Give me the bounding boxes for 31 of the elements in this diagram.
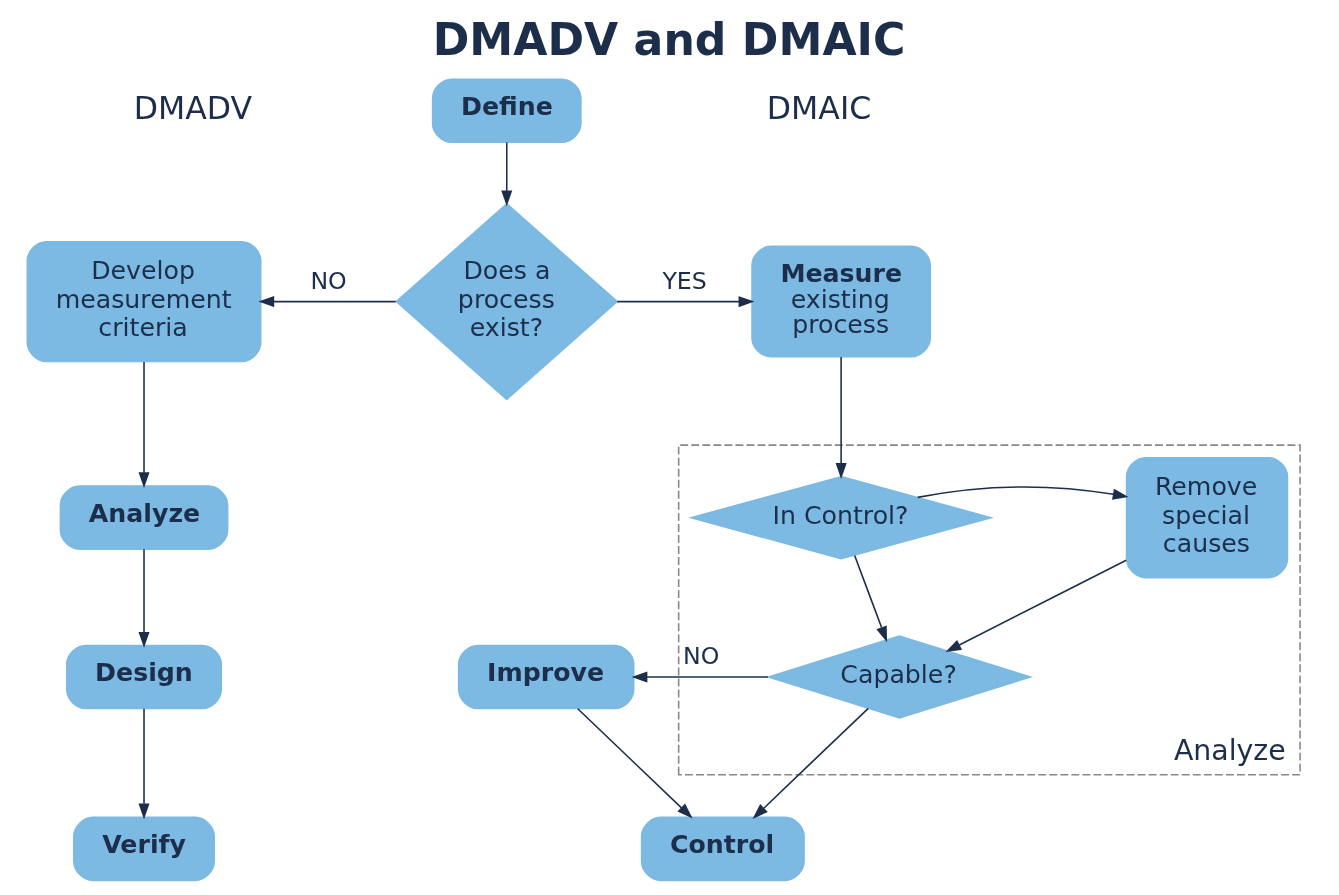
arrow <box>752 707 869 819</box>
label: DMAIC <box>766 89 871 126</box>
node-diamond: Capable? <box>765 635 1033 719</box>
node-box: Define <box>431 78 582 144</box>
arrow <box>835 356 847 479</box>
node-diamond: In Control? <box>687 475 994 560</box>
arrow <box>945 559 1127 653</box>
node-diamond: Does a process exist? <box>394 202 618 401</box>
edge-label: NO <box>682 642 719 671</box>
node-box: Develop measurement criteria <box>26 240 262 363</box>
arrow <box>916 486 1129 500</box>
arrow <box>138 361 150 489</box>
node-box: Design <box>65 644 222 710</box>
node-box: Remove special causes <box>1125 456 1288 579</box>
edge-label: YES <box>661 267 707 295</box>
arrow <box>576 707 693 819</box>
arrow <box>853 554 887 643</box>
diagram-title: DMADV and DMAIC <box>432 13 905 65</box>
node-box: Verify <box>72 816 215 882</box>
arrow <box>138 707 150 820</box>
arrow <box>138 548 150 648</box>
node-box: Control <box>640 816 805 882</box>
arrow <box>615 296 754 308</box>
node-box: Analyze <box>59 485 228 550</box>
arrow <box>257 296 397 308</box>
arrow <box>631 671 769 683</box>
arrow <box>500 141 512 207</box>
node-box: Measure existing process <box>750 245 931 358</box>
edge-label: NO <box>309 267 347 295</box>
node-box: Improve <box>457 644 634 710</box>
label: DMADV <box>133 89 252 126</box>
